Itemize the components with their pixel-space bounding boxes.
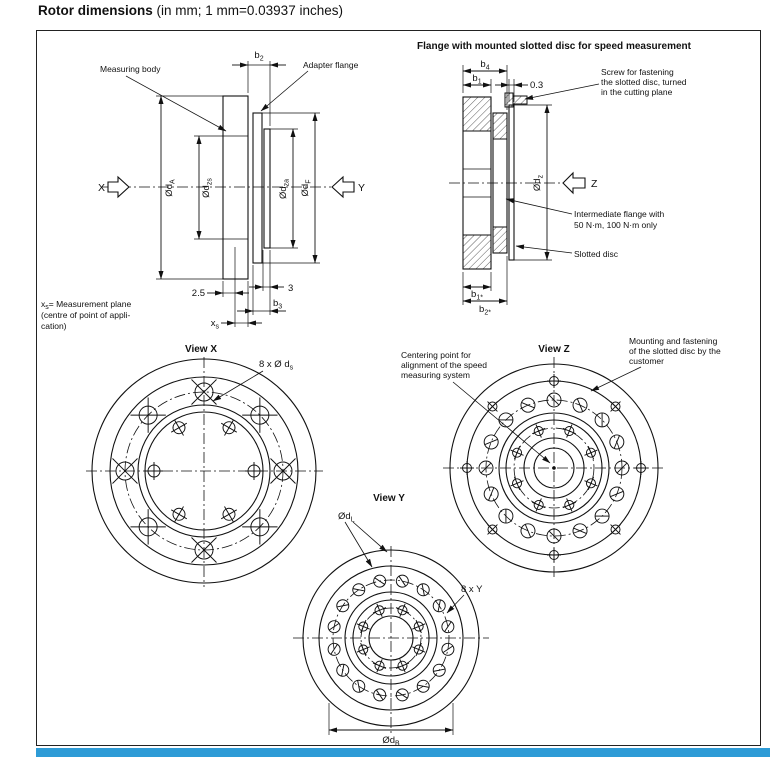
intermediate-flange-leader xyxy=(505,198,573,215)
view-x-drawing: View X 8 x Ø ds xyxy=(86,344,323,587)
dim-b3: b3 xyxy=(273,298,282,311)
footer-accent-rect xyxy=(36,748,770,757)
view-x-arrow-icon xyxy=(107,175,130,199)
dim-0-3: 0.3 xyxy=(530,80,543,91)
note-screw-3: in the cutting plane xyxy=(601,87,673,97)
label-8xds: 8 x Ø ds xyxy=(259,359,294,372)
dia-dzs: Ødzs xyxy=(201,178,214,198)
dia-df: ØdF xyxy=(300,180,313,197)
dia-da: ØdA xyxy=(164,179,177,197)
note-mounting-3: customer xyxy=(629,356,664,366)
dia-dl: ØdL xyxy=(338,511,355,524)
view-arrow-x-label: X xyxy=(98,182,105,194)
label-adapter-flange: Adapter flange xyxy=(303,60,359,70)
view-y-title: View Y xyxy=(373,493,405,504)
rotor-dimensions-drawing: Measuring body Adapter flange b2 ØdA Ødz… xyxy=(41,41,721,745)
ds-holes-leader xyxy=(212,370,264,402)
dl-leader-1 xyxy=(344,521,373,568)
note-mounting-1: Mounting and fastening xyxy=(629,336,718,346)
page-title-units: (in mm; 1 mm=0.03937 inches) xyxy=(152,3,343,18)
dim-b2-star: b2* xyxy=(479,304,491,317)
note-intermediate-2: 50 N·m, 100 N·m only xyxy=(574,220,658,230)
mounting-leader xyxy=(590,366,642,392)
rotor-section-drawing: Measuring body Adapter flange b2 ØdA Ødz… xyxy=(41,50,365,331)
note-centering-3: measuring system xyxy=(401,370,470,380)
note-screw-1: Screw for fastening xyxy=(601,67,674,77)
slotted-disc-leader xyxy=(515,244,573,254)
dim-b4: b4 xyxy=(480,59,489,72)
section-extension-lines xyxy=(156,61,320,327)
section-dimension-lines xyxy=(158,62,318,326)
note-intermediate-1: Intermediate flange with xyxy=(574,209,665,219)
view-z-arrow-icon xyxy=(562,171,586,195)
dl-leader-2 xyxy=(352,521,388,553)
section-z-dimension-lines xyxy=(462,68,550,304)
note-centering-1: Centering point for xyxy=(401,350,471,360)
note-measurement-plane-1: xs= Measurement plane xyxy=(41,299,131,311)
page-title-bold: Rotor dimensions xyxy=(38,3,153,18)
note-centering-2: alignment of the speed xyxy=(401,360,487,370)
centering-point-leader xyxy=(452,381,551,464)
view-arrow-y-label: Y xyxy=(358,182,365,194)
label-8xy: 8 x Y xyxy=(461,584,483,595)
slotted-disc-section-drawing: Flange with mounted slotted disc for spe… xyxy=(417,41,692,317)
view-arrow-z-label: Z xyxy=(591,178,598,190)
page-title: Rotor dimensions (in mm; 1 mm=0.03937 in… xyxy=(38,3,343,18)
dim-3: 3 xyxy=(288,283,293,294)
fastening-screw-shaft xyxy=(512,95,528,105)
dia-db: ØdB xyxy=(382,735,400,745)
view-z-drawing: View Z Centering point for alignment of … xyxy=(401,336,721,579)
dia-dza: Ødza xyxy=(278,179,291,199)
label-slotted-disc: Slotted disc xyxy=(574,249,619,259)
dim-b1-star: b1* xyxy=(471,289,483,302)
note-mounting-2: of the slotted disc by the xyxy=(629,346,721,356)
view-x-title: View X xyxy=(185,344,217,355)
dim-xs: xs xyxy=(211,318,220,331)
screw-note-leader xyxy=(524,83,600,100)
note-measurement-plane-3: cation) xyxy=(41,321,67,331)
note-screw-2: the slotted disc, turned xyxy=(601,77,687,87)
adapter-flange-leader xyxy=(260,70,309,112)
view-z-title: View Z xyxy=(538,344,570,355)
dia-dz: Ødz xyxy=(532,174,545,191)
y-holes-leader xyxy=(446,594,465,614)
centering-point xyxy=(552,466,556,470)
view-y-drawing: View Y ØdL 8 x Y ØdB xyxy=(293,493,489,745)
section-header: Flange with mounted slotted disc for spe… xyxy=(417,41,692,52)
measuring-body-leader xyxy=(125,75,227,132)
footer-accent-bar xyxy=(36,748,770,757)
dim-2-5: 2.5 xyxy=(192,288,205,299)
label-measuring-body: Measuring body xyxy=(100,64,161,74)
dim-b1: b1 xyxy=(472,73,481,86)
db-dimension xyxy=(328,703,454,735)
view-y-arrow-icon xyxy=(331,175,355,199)
note-measurement-plane-2: (centre of point of appli- xyxy=(41,310,130,320)
drawing-frame: Measuring body Adapter flange b2 ØdA Ødz… xyxy=(36,30,761,746)
dim-b2: b2 xyxy=(254,50,263,63)
